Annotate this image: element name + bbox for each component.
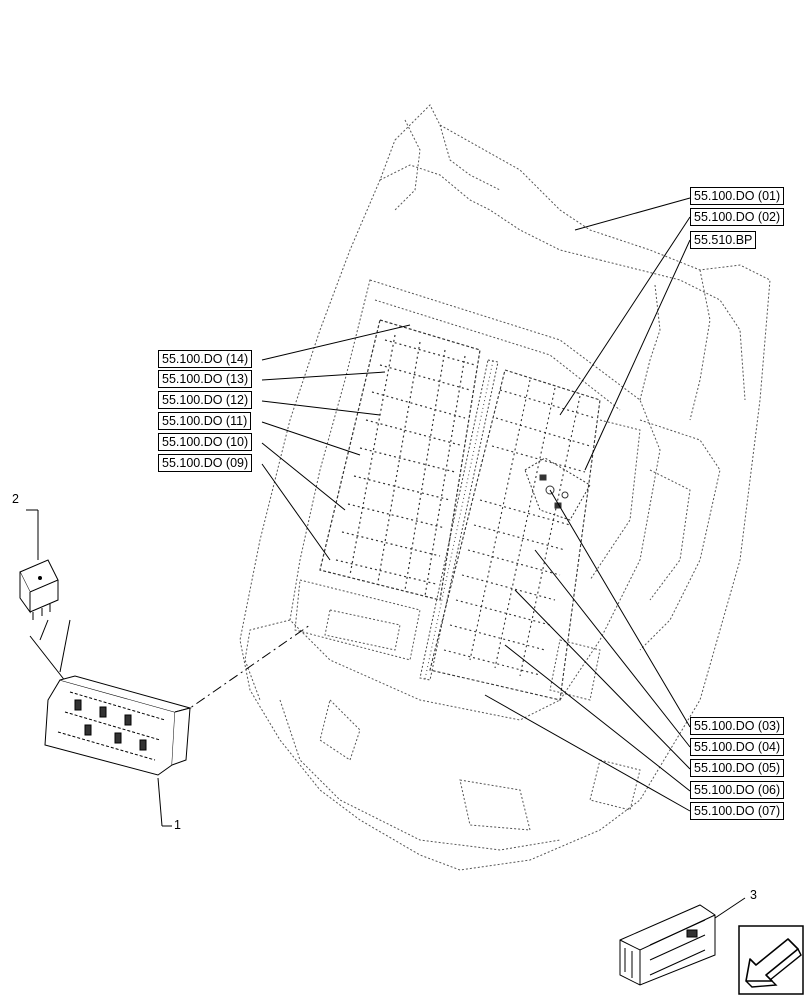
- callout-3: 3: [750, 888, 757, 902]
- ref-55-100-do-02[interactable]: 55.100.DO (02): [690, 208, 785, 226]
- ref-55-100-do-06[interactable]: 55.100.DO (06): [690, 781, 785, 799]
- callout-2: 2: [12, 492, 19, 506]
- ref-55-510-bp[interactable]: 55.510.BP: [690, 231, 757, 249]
- ref-55-100-do-05[interactable]: 55.100.DO (05): [690, 759, 785, 777]
- ref-55-100-do-03[interactable]: 55.100.DO (03): [690, 717, 785, 735]
- relay-plate: [524, 457, 591, 521]
- din-rail: [419, 359, 499, 681]
- ref-55-100-do-12[interactable]: 55.100.DO (12): [158, 391, 253, 409]
- ref-55-100-do-11[interactable]: 55.100.DO (11): [158, 412, 252, 430]
- left-fuse-rows: [319, 319, 481, 601]
- ref-55-100-do-13[interactable]: 55.100.DO (13): [158, 370, 253, 388]
- navigation-arrow-button[interactable]: [738, 925, 804, 995]
- callout-1: 1: [174, 818, 181, 832]
- ref-55-100-do-14[interactable]: 55.100.DO (14): [158, 350, 253, 368]
- ref-55-100-do-10[interactable]: 55.100.DO (10): [158, 433, 253, 451]
- right-fuse-rows: [429, 369, 601, 701]
- ref-55-100-do-09[interactable]: 55.100.DO (09): [158, 454, 253, 472]
- ref-55-100-do-07[interactable]: 55.100.DO (07): [690, 802, 785, 820]
- panel-housing: [239, 104, 771, 871]
- crate-icon: [619, 897, 746, 986]
- relay-part-2: [19, 509, 71, 683]
- arrow-left-down-icon: [738, 925, 804, 995]
- fuse-block-part-1: [44, 675, 192, 827]
- ref-55-100-do-01[interactable]: 55.100.DO (01): [690, 187, 785, 205]
- ref-55-100-do-04[interactable]: 55.100.DO (04): [690, 738, 785, 756]
- leader-lines: [179, 197, 691, 812]
